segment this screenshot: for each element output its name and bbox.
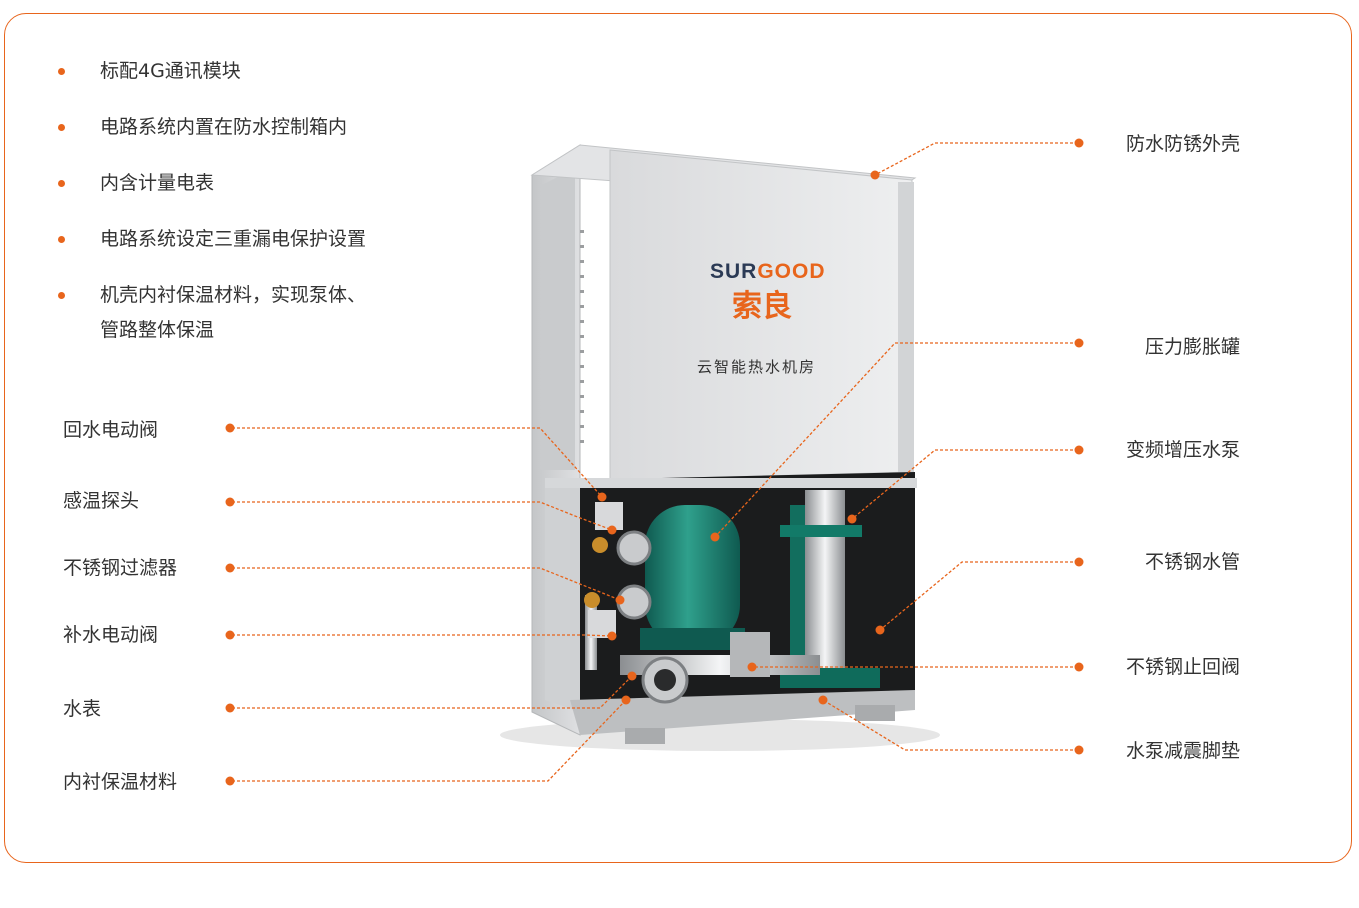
bullet-icon xyxy=(58,68,65,75)
cabinet-inner-side xyxy=(542,168,575,470)
bullet-icon xyxy=(58,180,65,187)
product-name: 云智能热水机房 xyxy=(697,358,816,376)
brass-valve-1 xyxy=(592,537,608,553)
label-temp-probe: 感温探头 xyxy=(63,490,140,512)
foot-left xyxy=(625,728,665,744)
label-check-valve: 不锈钢止回阀 xyxy=(1125,656,1240,678)
bay-top-rail xyxy=(545,478,917,488)
brass-valve-2 xyxy=(584,592,600,608)
label-steel-filter: 不锈钢过滤器 xyxy=(63,557,178,579)
label-water-meter: 水表 xyxy=(63,698,102,720)
label-lining-insulation: 内衬保温材料 xyxy=(63,771,178,793)
feature-item: 内含计量电表 xyxy=(58,166,438,201)
bullet-icon xyxy=(58,236,65,243)
label-booster-pump: 变频增压水泵 xyxy=(1125,439,1240,461)
label-pump-damper: 水泵减震脚垫 xyxy=(1125,740,1240,762)
pump-body xyxy=(805,490,845,680)
brand-logo-cn: 索良 xyxy=(732,289,792,324)
label-steel-pipe: 不锈钢水管 xyxy=(1144,551,1240,573)
leader-dots xyxy=(225,138,1084,786)
bullet-icon xyxy=(58,124,65,131)
leader-lines xyxy=(232,142,1078,782)
label-expansion-tank: 压力膨胀罐 xyxy=(1144,336,1240,358)
feature-item: 机壳内衬保温材料，实现泵体、管路整体保温 xyxy=(58,278,438,348)
content-frame xyxy=(4,13,1352,863)
bay-side-wall xyxy=(545,480,580,712)
feature-item: 标配4G通讯模块 xyxy=(58,54,438,89)
brand-logo-en: SURGOOD xyxy=(710,260,826,283)
vent-slots xyxy=(580,230,584,443)
cabinet-right-edge xyxy=(898,182,914,472)
label-waterproof-shell: 防水防锈外壳 xyxy=(1125,133,1240,155)
label-return-valve: 回水电动阀 xyxy=(63,419,159,441)
pipe-inlet-upper xyxy=(616,530,652,566)
bullet-icon xyxy=(58,292,65,299)
feature-item: 电路系统设定三重漏电保护设置 xyxy=(58,222,438,257)
feature-item: 电路系统内置在防水控制箱内 xyxy=(58,110,438,145)
feature-list: 标配4G通讯模块 电路系统内置在防水控制箱内 内含计量电表 电路系统设定三重漏电… xyxy=(58,54,438,348)
foot-right xyxy=(855,705,895,721)
tank-base xyxy=(640,628,745,650)
pump-flange-top xyxy=(780,525,862,537)
label-makeup-valve: 补水电动阀 xyxy=(63,624,159,646)
